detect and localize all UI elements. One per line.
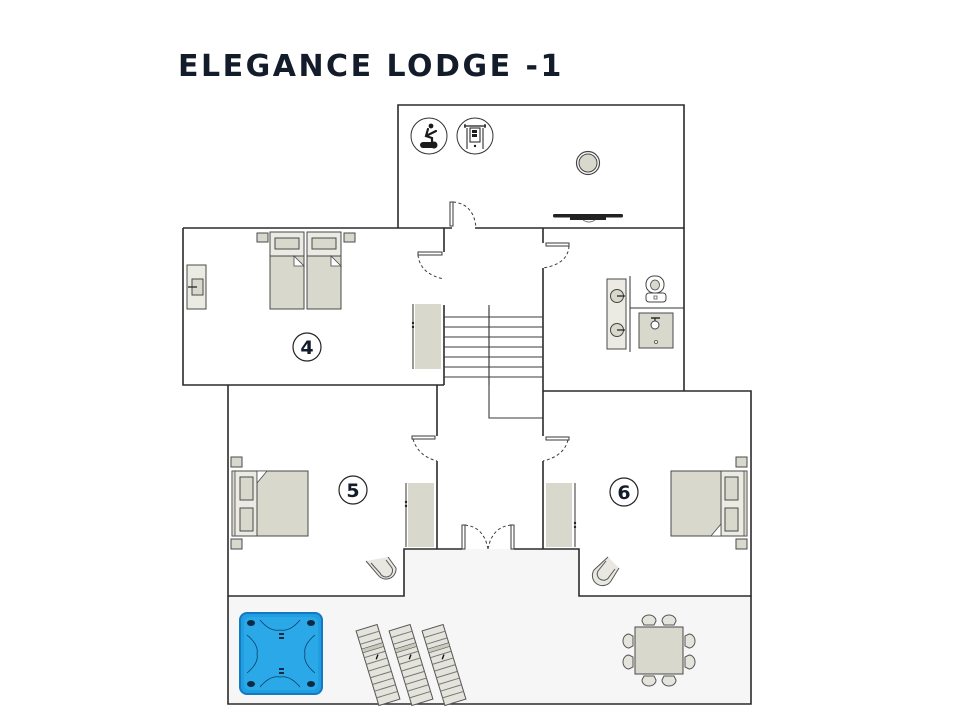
exercise-bike-icon	[410, 117, 448, 155]
twin-bed	[306, 231, 342, 310]
bathroom-door	[542, 242, 570, 269]
plan-title: ELEGANCE LODGE -1	[178, 49, 564, 84]
terrace-area	[228, 549, 751, 704]
ceiling-light-icon	[575, 150, 601, 176]
corridor-doors	[411, 435, 570, 550]
room-number-6: 6	[609, 477, 639, 507]
room-number-5: 5	[338, 475, 368, 505]
staircase	[444, 308, 543, 385]
nightstand	[343, 232, 356, 243]
bathroom	[542, 242, 684, 352]
room-number-4: 4	[292, 332, 322, 362]
desk	[186, 264, 207, 310]
tv-icon	[553, 214, 623, 223]
armchair	[591, 556, 620, 587]
nightstand	[256, 232, 269, 243]
nightstand	[735, 538, 748, 550]
walls	[182, 104, 752, 705]
wardrobe	[404, 483, 434, 547]
dining-table	[622, 614, 696, 687]
wardrobe	[411, 304, 441, 369]
svg-text:6: 6	[617, 482, 630, 504]
double-bed	[231, 470, 309, 537]
terrace	[239, 612, 696, 707]
gym-door	[449, 201, 477, 229]
sun-lounger	[421, 623, 467, 707]
sun-lounger	[355, 623, 401, 707]
jacuzzi-icon	[239, 612, 323, 695]
nightstand	[735, 456, 748, 468]
bedroom-5: 5	[230, 456, 434, 580]
nightstand	[230, 456, 243, 468]
double-vanity	[606, 276, 631, 352]
twin-bed	[269, 231, 305, 310]
bedroom-4-door	[417, 251, 445, 280]
sun-lounger	[388, 623, 434, 707]
toilet-icon	[630, 275, 684, 309]
double-bed	[670, 470, 748, 537]
bedroom-6: 6	[546, 456, 748, 587]
shower-icon	[638, 312, 674, 349]
svg-text:5: 5	[346, 480, 359, 502]
bedroom-4: 4	[186, 231, 445, 369]
weight-machine-icon	[456, 117, 494, 155]
wardrobe	[546, 483, 577, 547]
svg-text:4: 4	[300, 337, 313, 359]
gym-room	[410, 117, 623, 229]
nightstand	[230, 538, 243, 550]
armchair	[365, 556, 397, 580]
